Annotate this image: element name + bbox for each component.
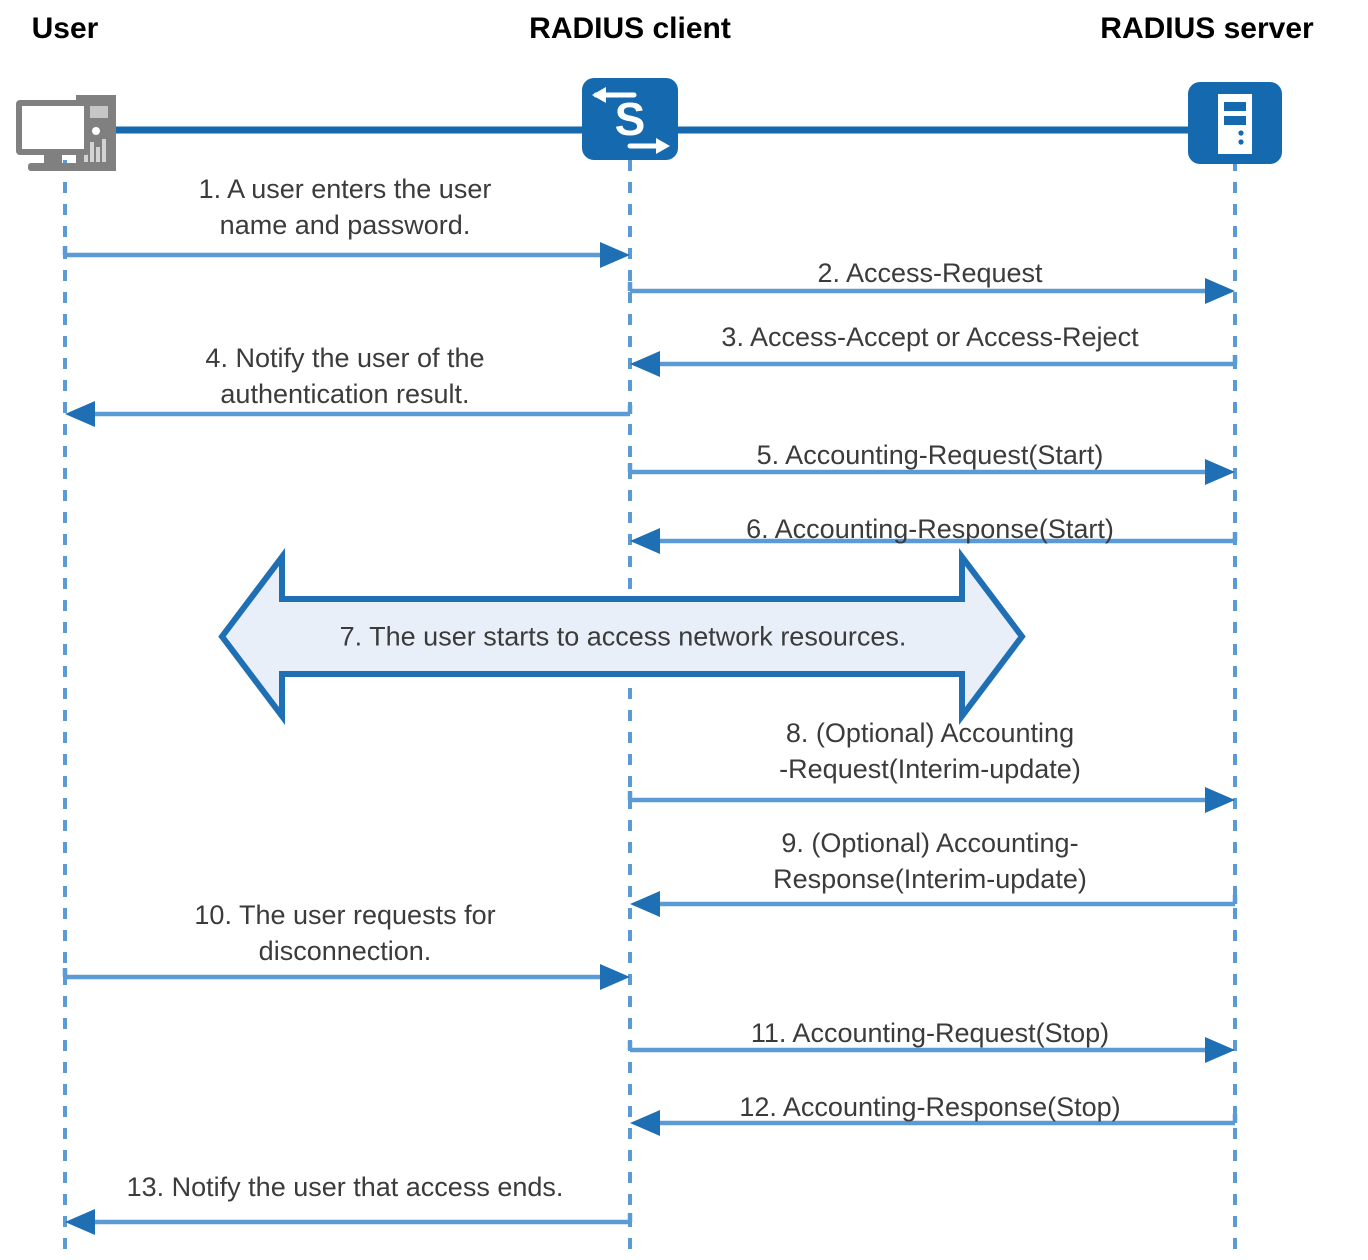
arrow-head-5 <box>1205 459 1235 485</box>
arrow-head-1 <box>600 242 630 268</box>
message-label-11: 11. Accounting-Request(Stop) <box>750 1018 1110 1048</box>
arrow-head-12 <box>630 1110 660 1136</box>
message-arrow-3 <box>630 351 1238 377</box>
arrow-head-8 <box>1205 787 1235 813</box>
arrow-head-4 <box>65 401 95 427</box>
message-label-12: 12. Accounting-Response(Stop) <box>739 1092 1121 1122</box>
message-arrow-1 <box>62 242 630 268</box>
message-label-1: 1. A user enters the user name and passw… <box>198 174 492 240</box>
pc-vent-3 <box>96 147 100 162</box>
message-arrow-4 <box>65 401 633 427</box>
message-arrow-9 <box>630 891 1238 917</box>
message-label-5: 5. Accounting-Request(Start) <box>756 440 1104 470</box>
message-label-6: 6. Accounting-Response(Start) <box>746 514 1114 544</box>
message-label-4: 4. Notify the user of the authentication… <box>205 343 485 409</box>
pc-power-dot <box>92 127 100 135</box>
server-slot-1 <box>1224 102 1246 111</box>
actor-title-radius-server: RADIUS server <box>1100 12 1314 45</box>
message-arrow-13 <box>65 1209 633 1235</box>
arrow-head-10 <box>600 964 630 990</box>
message-arrow-6 <box>630 528 1238 554</box>
message-arrow-5 <box>627 459 1235 485</box>
radius-server-icon <box>1188 82 1282 164</box>
message-arrow-10 <box>62 964 630 990</box>
arrow-head-2 <box>1205 278 1235 304</box>
message-label-13: 13. Notify the user that access ends. <box>126 1172 564 1202</box>
radius-client-switch-icon: S <box>582 78 678 160</box>
arrow-head-3 <box>630 351 660 377</box>
arrow-head-13 <box>65 1209 95 1235</box>
monitor-screen <box>22 106 84 149</box>
client-arrow-right-head <box>656 138 670 154</box>
client-icon-letter-s: S <box>615 93 646 145</box>
server-led-1 <box>1238 130 1244 136</box>
server-slot-2 <box>1224 116 1246 125</box>
message-label-10: 10. The user requests for disconnection. <box>194 900 496 966</box>
message-label-3: 3. Access-Accept or Access-Reject <box>721 322 1139 352</box>
monitor-base <box>28 163 78 171</box>
message-arrow-11 <box>627 1037 1235 1063</box>
message-arrow-8 <box>627 787 1235 813</box>
actor-title-radius-client: RADIUS client <box>529 12 731 45</box>
client-arrow-left-head <box>592 87 606 103</box>
pc-vent-4 <box>102 139 106 162</box>
message-label-9: 9. (Optional) Accounting- Response(Inter… <box>773 828 1087 894</box>
actor-title-user: User <box>31 12 99 45</box>
pc-vent-2 <box>90 142 94 162</box>
message-arrow-12 <box>630 1110 1238 1136</box>
message-arrow-2 <box>627 278 1235 304</box>
monitor-neck <box>44 155 62 163</box>
message-label-8: 8. (Optional) Accounting -Request(Interi… <box>779 718 1081 784</box>
server-led-2 <box>1238 139 1244 145</box>
message-label-2: 2. Access-Request <box>817 258 1043 288</box>
banner-label-7: 7. The user starts to access network res… <box>339 621 907 652</box>
arrow-head-11 <box>1205 1037 1235 1063</box>
arrow-head-6 <box>630 528 660 554</box>
arrow-head-9 <box>630 891 660 917</box>
desktop-pc-icon <box>16 95 116 171</box>
banner-double-arrow-7 <box>218 548 1026 725</box>
